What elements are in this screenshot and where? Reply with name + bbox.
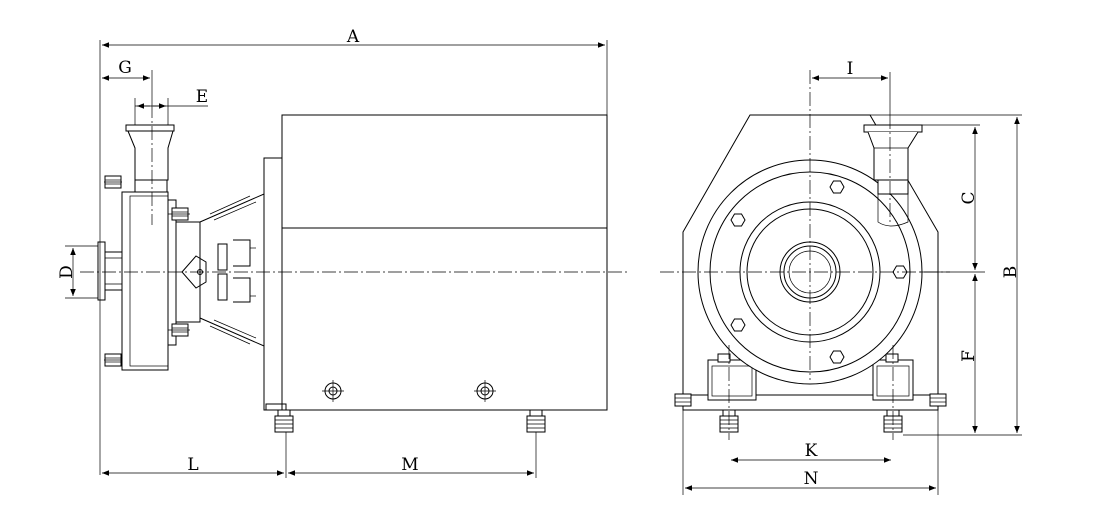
dim-label-m: M (401, 455, 418, 475)
motor-flange (263, 157, 283, 411)
front-outlet-pipe (863, 124, 923, 227)
side-view (80, 104, 630, 433)
casing-backplate (167, 199, 177, 346)
inlet-pipe (97, 241, 123, 301)
dim-label-i: I (847, 59, 854, 79)
dim-label-g: G (118, 58, 132, 78)
dim-label-e: E (196, 87, 208, 107)
foot-left (274, 409, 294, 433)
dim-label-d: D (57, 265, 77, 279)
ground-symbol-right (474, 380, 496, 402)
outlet-pipe (125, 124, 175, 193)
dim-label-k: K (805, 441, 818, 461)
dim-label-c: C (959, 191, 979, 204)
front-view (660, 70, 950, 440)
pump-casing (121, 191, 169, 371)
foot-right (526, 409, 546, 433)
front-foot-left (707, 353, 757, 433)
dim-label-l: L (187, 455, 198, 475)
adapter-lantern (181, 193, 265, 347)
dimensions: A G E D L M I C (57, 27, 1022, 495)
motor-body (281, 114, 608, 411)
ground-symbol-left (322, 380, 344, 402)
dim-label-f: F (959, 350, 979, 362)
dim-label-a: A (346, 27, 360, 47)
dim-label-b: B (1001, 266, 1021, 279)
dim-label-n: N (804, 469, 819, 489)
